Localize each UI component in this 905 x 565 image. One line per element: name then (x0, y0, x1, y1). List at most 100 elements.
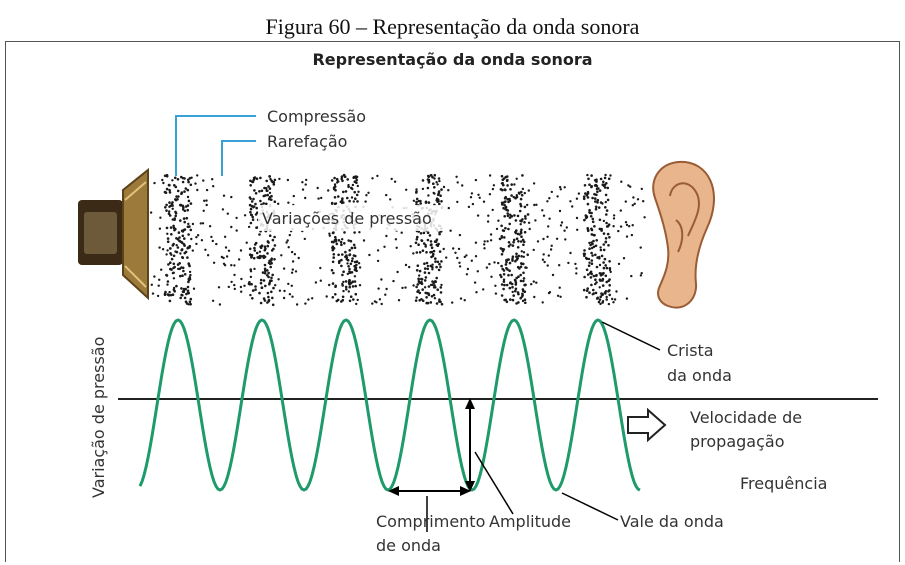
pressure-particle (524, 215, 527, 218)
pressure-particle (612, 301, 615, 304)
pressure-particle (346, 272, 349, 276)
pressure-particle (619, 209, 622, 212)
pressure-particle (506, 184, 509, 187)
pressure-particle (630, 233, 634, 237)
pressure-particle (430, 295, 434, 298)
pressure-particle (348, 299, 352, 303)
pressure-particle (590, 283, 593, 287)
pressure-particle (514, 287, 518, 291)
pressure-particle (431, 268, 434, 271)
pressure-particle (525, 266, 528, 269)
pressure-particle (519, 197, 523, 201)
pressure-particle (419, 232, 423, 235)
pressure-particle (522, 271, 525, 275)
pressure-particle (178, 262, 181, 265)
pressure-particle (512, 238, 516, 242)
pressure-particle (385, 193, 388, 197)
pressure-particle (221, 208, 225, 211)
pressure-particle (508, 261, 512, 265)
pressure-particle (223, 235, 227, 238)
pressure-particle (297, 256, 300, 260)
pressure-particle (414, 241, 418, 245)
pressure-particle (189, 183, 193, 187)
pressure-particle (585, 268, 589, 272)
pressure-particle (259, 301, 263, 305)
pressure-particle (625, 235, 629, 238)
pressure-particle (489, 233, 493, 236)
pressure-particle (425, 261, 429, 265)
pressure-particle (426, 238, 430, 242)
pressure-particle (173, 184, 176, 187)
pressure-particle (598, 218, 602, 222)
pressure-particle (592, 239, 595, 243)
pressure-particle (259, 176, 262, 180)
pressure-particle (349, 295, 353, 299)
pressure-particle (271, 296, 274, 300)
pressure-particle (353, 180, 357, 183)
pressure-particle (319, 266, 322, 270)
pressure-particle (250, 255, 253, 259)
pressure-particle (547, 291, 551, 295)
pressure-particle (421, 299, 425, 303)
pressure-particle (174, 176, 177, 180)
pressure-particle (418, 269, 422, 273)
pressure-particle (376, 249, 380, 252)
pressure-particle (497, 219, 500, 222)
pressure-particle (416, 283, 420, 286)
pressure-particle (608, 293, 611, 297)
pressure-particle (590, 259, 594, 262)
pressure-particle (418, 281, 422, 285)
pressure-particle (172, 266, 175, 270)
pressure-particle (515, 276, 518, 280)
pressure-particle (526, 203, 529, 207)
pressure-particle (358, 231, 361, 234)
pressure-particle (346, 262, 349, 265)
pressure-particle (267, 261, 271, 265)
pressure-particle (526, 253, 529, 256)
pressure-particle (490, 275, 493, 278)
wavelength-label-line2: de onda (376, 536, 441, 555)
pressure-particle (599, 177, 603, 181)
pressure-particle (514, 232, 518, 235)
pressure-particle (165, 226, 169, 230)
pressure-particle (605, 298, 608, 301)
pressure-particle (523, 221, 526, 224)
pressure-particle (519, 240, 523, 243)
pressure-particle (233, 264, 236, 267)
pressure-particle (341, 238, 344, 241)
pressure-particle (546, 264, 549, 267)
pressure-particle (264, 194, 267, 197)
pressure-particle (575, 272, 578, 275)
pressure-particle (169, 226, 173, 229)
pressure-particle (582, 195, 586, 198)
pressure-particle (503, 283, 506, 287)
pressure-particle (512, 195, 515, 199)
pressure-particle (262, 279, 266, 282)
pressure-particle (186, 246, 189, 250)
pressure-particle (162, 181, 165, 185)
pressure-particle (405, 188, 408, 191)
pressure-particle (505, 266, 508, 270)
pressure-particle (451, 301, 454, 304)
pressure-particle (459, 297, 463, 300)
pressure-particle (362, 239, 366, 242)
pressure-particle (541, 301, 544, 304)
pressure-particle (266, 301, 269, 304)
pressure-particle (335, 299, 339, 303)
pressure-particle (408, 265, 411, 269)
pressure-particle (333, 238, 337, 242)
pressure-particle (230, 195, 233, 199)
pressure-particle (287, 282, 290, 286)
pressure-particle (423, 286, 427, 289)
pressure-particle (186, 188, 190, 192)
pressure-particle (617, 229, 620, 233)
pressure-particle (442, 185, 446, 189)
pressure-particle (171, 218, 174, 221)
pressure-particle (434, 257, 437, 260)
pressure-particle (170, 257, 174, 261)
pressure-particle (277, 202, 280, 205)
pressure-particle (332, 271, 335, 275)
pressure-particle (427, 181, 431, 184)
pressure-particle (349, 239, 353, 243)
